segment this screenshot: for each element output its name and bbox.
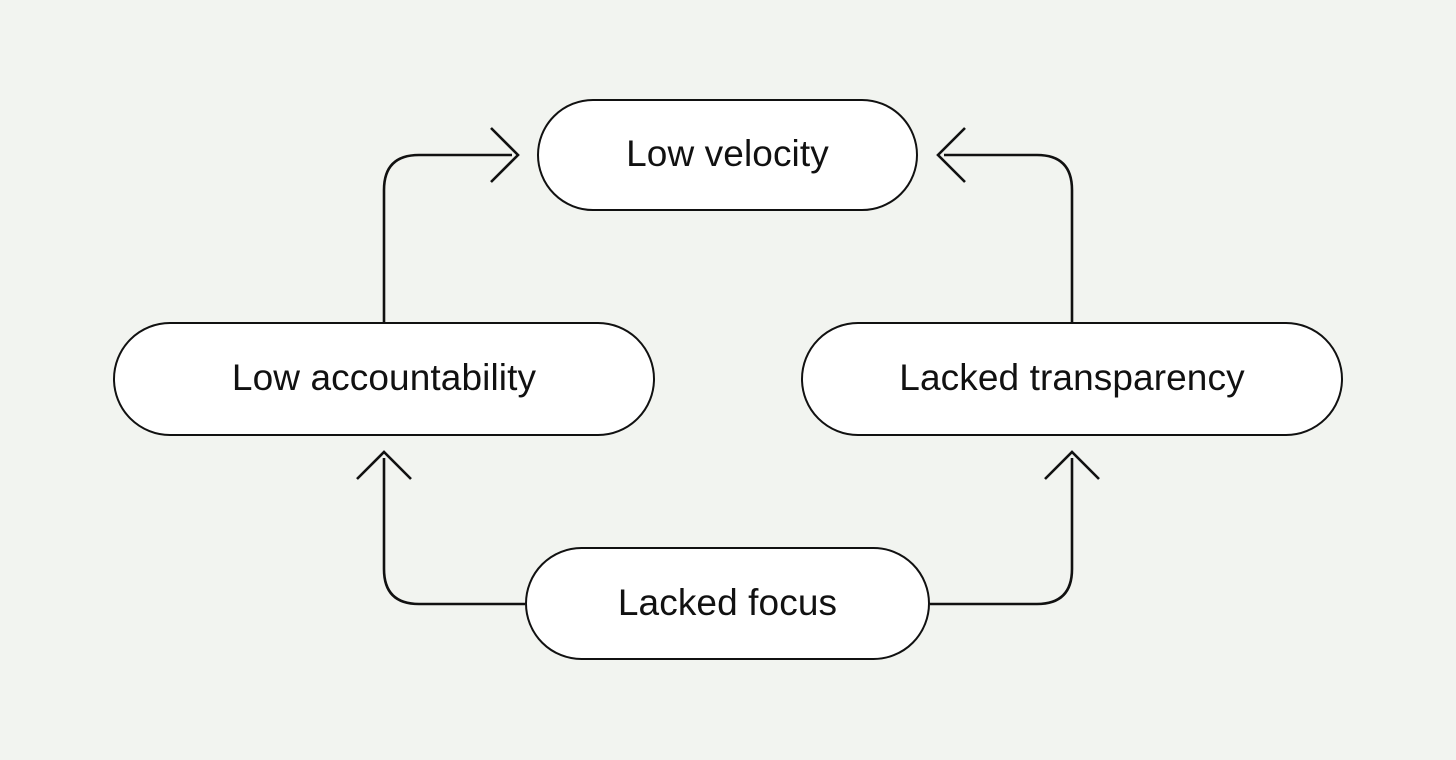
edge-focus-to-accountability: [382, 458, 525, 606]
node-label-low-accountability: Low accountability: [231, 357, 537, 398]
arrowhead-focus-to-transparency: [1044, 450, 1100, 480]
node-low-accountability[interactable]: Low accountability: [113, 322, 655, 436]
arrowhead-focus-to-accountability: [356, 450, 412, 480]
edge-transparency-to-velocity: [944, 153, 1074, 322]
edge-focus-to-transparency: [930, 458, 1074, 606]
node-label-lacked-transparency: Lacked transparency: [899, 357, 1245, 398]
node-label-low-velocity: Low velocity: [626, 133, 829, 174]
arrowhead-accountability-to-velocity: [490, 127, 520, 183]
node-low-velocity[interactable]: Low velocity: [537, 99, 918, 211]
arrowhead-transparency-to-velocity: [936, 127, 966, 183]
node-lacked-transparency[interactable]: Lacked transparency: [801, 322, 1343, 436]
edge-accountability-to-velocity: [382, 153, 512, 322]
node-label-lacked-focus: Lacked focus: [617, 581, 838, 623]
node-lacked-focus[interactable]: Lacked focus: [525, 547, 930, 660]
